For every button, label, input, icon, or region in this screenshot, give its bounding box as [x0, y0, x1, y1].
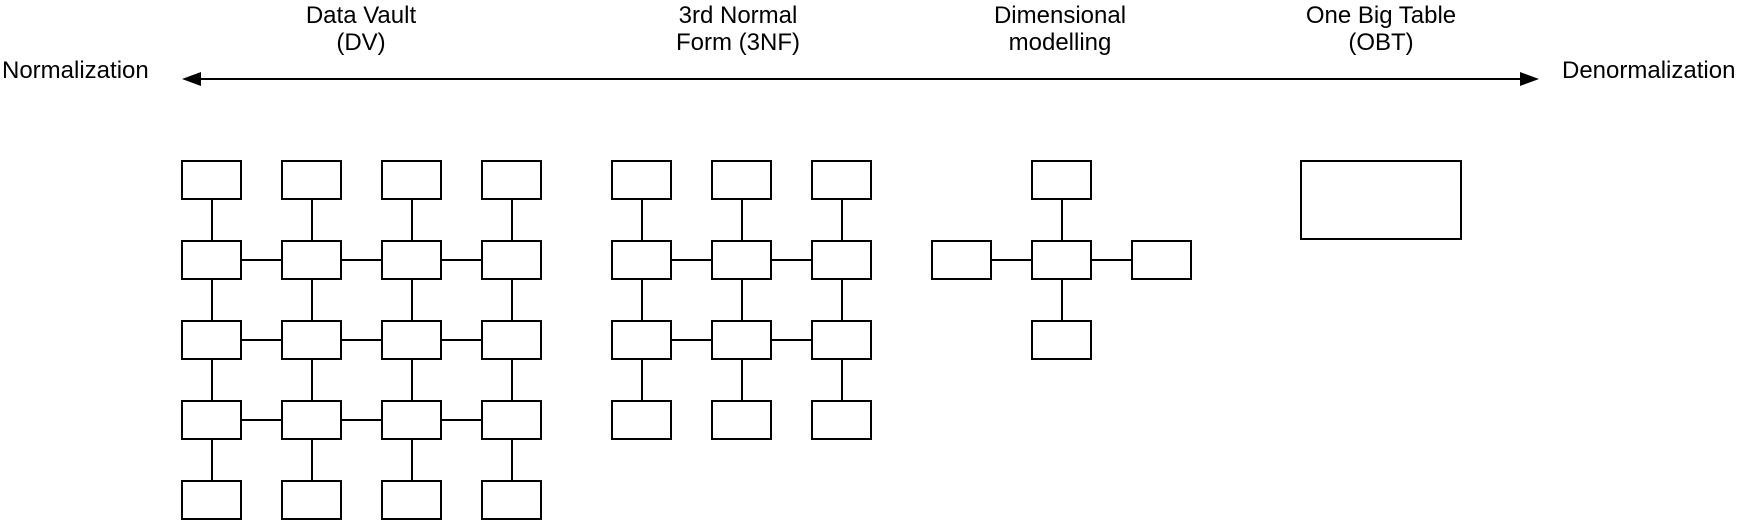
method-label-line2: modelling: [1008, 29, 1112, 56]
connector-line: [510, 360, 513, 400]
connector-line: [510, 200, 513, 240]
method-label-line1: Dimensional: [993, 2, 1127, 29]
method-label-data-vault: Data Vault (DV): [251, 2, 471, 56]
table-box: [481, 240, 542, 280]
connector-line: [1060, 280, 1063, 320]
connector-line: [342, 419, 381, 421]
connector-line: [210, 440, 213, 480]
table-box: [611, 400, 672, 440]
table-box: [811, 400, 872, 440]
table-box: [1031, 240, 1092, 280]
table-box: [181, 400, 242, 440]
connector-line: [310, 280, 313, 320]
table-box: [281, 320, 342, 360]
connector-line: [740, 360, 743, 400]
method-label-line2: Form (3NF): [676, 29, 800, 56]
connector-line: [210, 280, 213, 320]
connector-line: [310, 440, 313, 480]
connector-line: [510, 280, 513, 320]
connector-line: [1092, 259, 1131, 261]
connector-line: [992, 259, 1031, 261]
table-box: [281, 400, 342, 440]
connector-line: [242, 419, 281, 421]
connector-line: [442, 339, 481, 341]
method-label-obt: One Big Table (OBT): [1271, 2, 1491, 56]
connector-line: [640, 200, 643, 240]
table-box: [181, 240, 242, 280]
connector-line: [310, 360, 313, 400]
connector-line: [740, 280, 743, 320]
method-label-line1: Data Vault: [305, 2, 417, 29]
table-box: [181, 320, 242, 360]
connector-line: [672, 339, 711, 341]
connector-line: [640, 280, 643, 320]
table-box: [1031, 320, 1092, 360]
table-box: [711, 320, 772, 360]
connector-line: [310, 200, 313, 240]
connector-line: [1060, 200, 1063, 240]
table-box: [181, 160, 242, 200]
denormalization-label: Denormalization: [1562, 57, 1736, 84]
connector-line: [242, 339, 281, 341]
arrow-left-head-icon: [182, 72, 201, 86]
table-box: [711, 160, 772, 200]
table-box: [381, 320, 442, 360]
table-box: [381, 480, 442, 520]
method-label-line2: (DV): [336, 29, 386, 56]
table-box: [281, 240, 342, 280]
method-label-line1: One Big Table: [1305, 2, 1457, 29]
connector-line: [442, 259, 481, 261]
connector-line: [342, 339, 381, 341]
table-box: [811, 160, 872, 200]
connector-line: [410, 280, 413, 320]
normalization-label: Normalization: [2, 57, 149, 84]
table-box: [611, 160, 672, 200]
table-box: [481, 400, 542, 440]
connector-line: [410, 440, 413, 480]
table-box: [711, 400, 772, 440]
method-label-3nf: 3rd Normal Form (3NF): [628, 2, 848, 56]
table-box: [811, 320, 872, 360]
table-box: [381, 400, 442, 440]
connector-line: [840, 280, 843, 320]
table-box: [931, 240, 992, 280]
connector-line: [840, 200, 843, 240]
table-box: [481, 480, 542, 520]
connector-line: [740, 200, 743, 240]
connector-line: [210, 360, 213, 400]
connector-line: [772, 259, 811, 261]
table-box: [1031, 160, 1092, 200]
table-box: [611, 320, 672, 360]
connector-line: [840, 360, 843, 400]
connector-line: [342, 259, 381, 261]
table-box: [381, 240, 442, 280]
connector-line: [242, 259, 281, 261]
connector-line: [772, 339, 811, 341]
connector-line: [442, 419, 481, 421]
table-box: [481, 320, 542, 360]
table-box: [181, 480, 242, 520]
connector-line: [640, 360, 643, 400]
table-box: [481, 160, 542, 200]
arrow-right-head-icon: [1520, 72, 1539, 86]
method-label-line1: 3rd Normal: [678, 2, 798, 29]
connector-line: [672, 259, 711, 261]
table-box: [281, 160, 342, 200]
connector-line: [210, 200, 213, 240]
connector-line: [410, 360, 413, 400]
table-box: [711, 240, 772, 280]
method-label-line2: (OBT): [1348, 29, 1414, 56]
connector-line: [510, 440, 513, 480]
table-box: [1131, 240, 1192, 280]
table-box: [281, 480, 342, 520]
connector-line: [410, 200, 413, 240]
table-box: [811, 240, 872, 280]
method-label-dimensional: Dimensional modelling: [950, 2, 1170, 56]
table-box: [1300, 160, 1462, 240]
table-box: [611, 240, 672, 280]
table-box: [381, 160, 442, 200]
